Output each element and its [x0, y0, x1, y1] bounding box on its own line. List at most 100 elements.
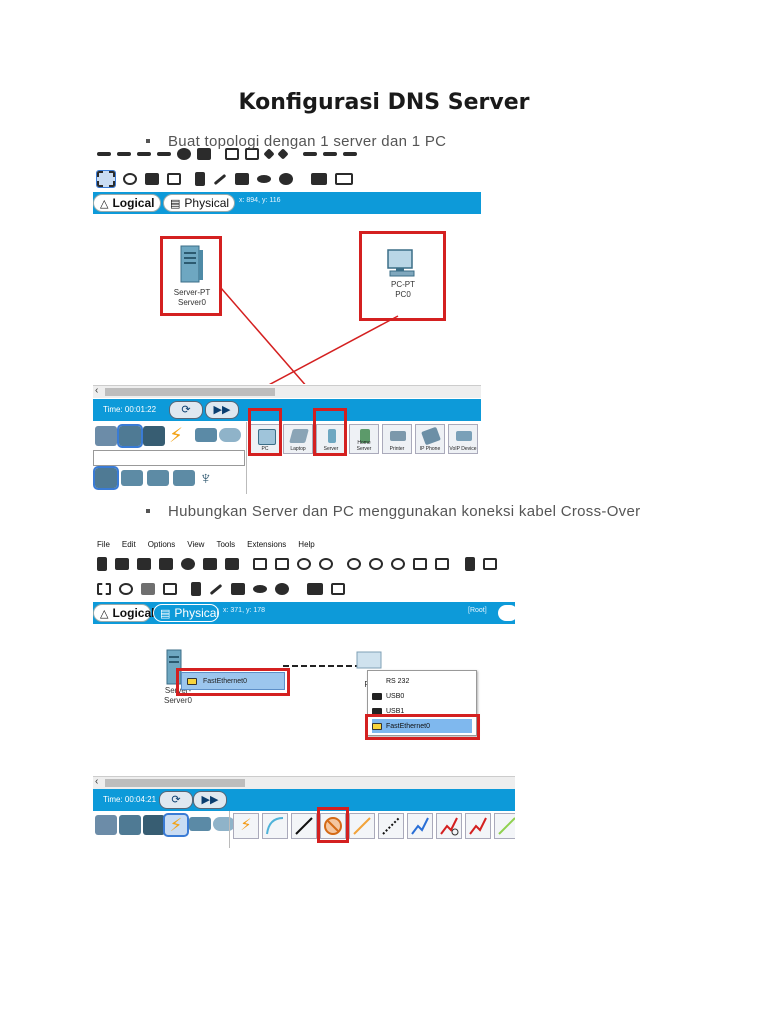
connections-icon[interactable]: ⚡: [163, 813, 189, 837]
zoom-reset-icon[interactable]: [323, 152, 337, 156]
cable-straight-through[interactable]: [291, 813, 317, 839]
info-icon[interactable]: [177, 148, 191, 160]
open-icon[interactable]: [137, 152, 151, 156]
delete-icon[interactable]: [145, 173, 159, 185]
wan-cloud-icon[interactable]: [213, 817, 235, 831]
undo-icon[interactable]: [297, 558, 311, 570]
menu-file[interactable]: File: [97, 540, 110, 549]
port-rs232[interactable]: RS 232: [372, 674, 472, 688]
menu-extensions[interactable]: Extensions: [247, 540, 287, 549]
select-icon[interactable]: [96, 170, 116, 188]
info-icon[interactable]: [181, 558, 195, 570]
undo-icon[interactable]: [263, 148, 275, 160]
palette-search-box[interactable]: [93, 450, 245, 466]
copy-icon[interactable]: [253, 558, 267, 570]
search-icon[interactable]: [119, 583, 133, 595]
tab-logical[interactable]: △ Logical: [93, 194, 161, 212]
port-usb0[interactable]: USB0: [372, 689, 472, 703]
paste-icon[interactable]: [275, 558, 289, 570]
menu-tools[interactable]: Tools: [216, 540, 236, 549]
note-icon[interactable]: [191, 582, 201, 596]
horizontal-scrollbar[interactable]: ‹: [93, 385, 481, 398]
save-icon[interactable]: [137, 558, 151, 570]
custom-device-icon[interactable]: [435, 558, 449, 570]
fast-forward-button[interactable]: ▶▶: [205, 401, 239, 419]
wizard-icon[interactable]: [197, 148, 211, 160]
cable-more[interactable]: [494, 813, 516, 839]
redo-icon[interactable]: [277, 148, 289, 160]
device-server[interactable]: Server: [316, 424, 346, 454]
menu-help[interactable]: Help: [298, 540, 315, 549]
fast-forward-button[interactable]: ▶▶: [193, 791, 227, 809]
complex-pdu-icon[interactable]: [331, 583, 345, 595]
home-icon[interactable]: [121, 470, 143, 486]
menu-icon[interactable]: [97, 152, 111, 156]
note-icon[interactable]: [195, 172, 205, 186]
pc-icon[interactable]: [386, 248, 418, 278]
search-icon[interactable]: [123, 173, 137, 185]
add-pdu-icon[interactable]: [311, 173, 327, 185]
cable-coaxial[interactable]: [407, 813, 433, 839]
resize-icon[interactable]: [163, 583, 177, 595]
scroll-left-icon[interactable]: ‹: [95, 385, 99, 396]
zoom-in-icon[interactable]: [303, 152, 317, 156]
industrial-icon[interactable]: [173, 470, 195, 486]
rectangle-icon[interactable]: [235, 173, 249, 185]
end-devices-sub-icon[interactable]: [93, 466, 119, 490]
smart-city-icon[interactable]: [147, 470, 169, 486]
misc-icon[interactable]: [189, 817, 211, 831]
misc-icon[interactable]: [195, 428, 217, 442]
pc-icon[interactable]: [355, 650, 385, 676]
end-devices-icon[interactable]: [117, 424, 143, 448]
wizard-icon[interactable]: [225, 558, 239, 570]
device-voip[interactable]: VoIP Device: [448, 424, 478, 454]
port-fastethernet0[interactable]: FastEthernet0: [372, 719, 472, 733]
paste-icon[interactable]: [245, 148, 259, 160]
wan-cloud-icon[interactable]: [219, 428, 241, 442]
ellipse-icon[interactable]: [253, 585, 267, 593]
server-icon[interactable]: [177, 244, 205, 284]
network-devices-icon[interactable]: [95, 426, 117, 446]
connections-icon[interactable]: ⚡: [169, 425, 184, 447]
cable-serial-dte[interactable]: [465, 813, 491, 839]
cable-serial-dce[interactable]: [436, 813, 462, 839]
network-devices-icon[interactable]: [95, 815, 117, 835]
freeform-icon[interactable]: [279, 173, 293, 185]
tab-physical[interactable]: ▤ Physical: [163, 194, 235, 212]
cable-cross-over[interactable]: [320, 813, 346, 839]
menu-view[interactable]: View: [187, 540, 205, 549]
zoom-in-icon[interactable]: [347, 558, 361, 570]
components-icon[interactable]: [143, 815, 165, 835]
cable-auto[interactable]: ⚡: [233, 813, 259, 839]
power-cycle-button[interactable]: ⟳: [159, 791, 193, 809]
rectangle-icon[interactable]: [231, 583, 245, 595]
draw-line-icon[interactable]: [209, 583, 223, 595]
zoom-out-icon[interactable]: [391, 558, 405, 570]
power-cycle-button[interactable]: ⟳: [169, 401, 203, 419]
save-icon[interactable]: [157, 152, 171, 156]
tab-logical[interactable]: △ Logical: [93, 604, 154, 622]
device-ip-phone[interactable]: IP Phone: [415, 424, 445, 454]
horizontal-scrollbar[interactable]: ‹: [93, 776, 515, 789]
select-icon[interactable]: [97, 583, 111, 595]
port-usb1[interactable]: USB1: [372, 704, 472, 718]
topology-canvas[interactable]: Server- Server0 FastEthernet0 P F RS 232…: [93, 624, 515, 774]
scroll-left-icon[interactable]: ‹: [95, 776, 99, 787]
draw-line-icon[interactable]: [213, 173, 227, 185]
copy-icon[interactable]: [225, 148, 239, 160]
freeform-icon[interactable]: [275, 583, 289, 595]
ellipse-icon[interactable]: [257, 175, 271, 183]
redo-icon[interactable]: [319, 558, 333, 570]
components-icon[interactable]: [143, 426, 165, 446]
device-printer[interactable]: Printer: [382, 424, 412, 454]
cable-line-2[interactable]: [263, 315, 399, 384]
cable-fiber[interactable]: [349, 813, 375, 839]
new-icon[interactable]: [117, 152, 131, 156]
zoom-reset-icon[interactable]: [369, 558, 383, 570]
resize-icon[interactable]: [167, 173, 181, 185]
complex-pdu-icon[interactable]: [335, 173, 353, 185]
topology-canvas[interactable]: Server-PT Server0 PC-PT PC0: [93, 216, 481, 384]
server-port-menu-item[interactable]: FastEthernet0: [181, 672, 285, 690]
power-grid-icon[interactable]: ♆: [199, 468, 213, 488]
menu-options[interactable]: Options: [147, 540, 176, 549]
